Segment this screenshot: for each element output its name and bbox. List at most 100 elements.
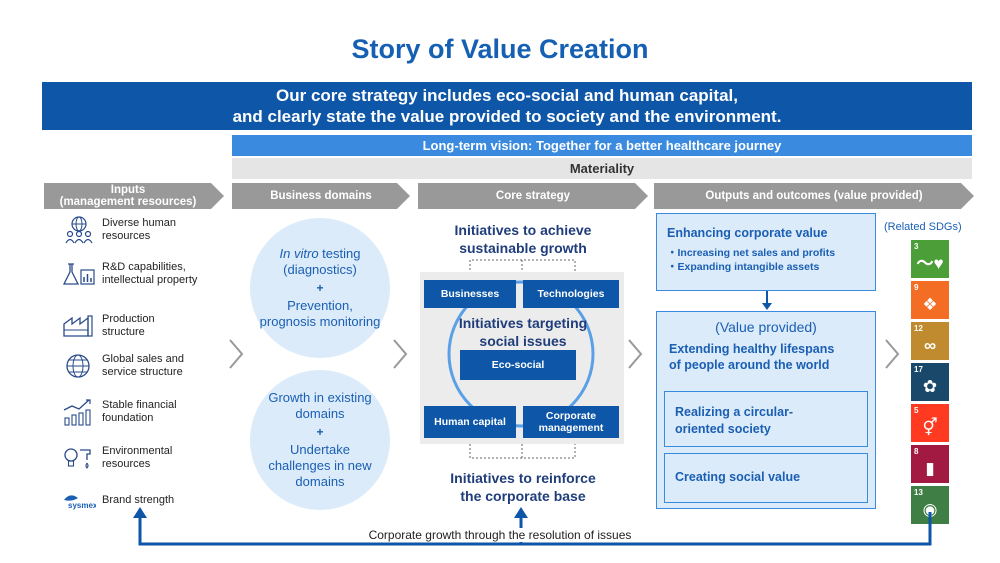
input-label: Brand strength [102,493,175,506]
corp-mgmt-line: Corporate [545,410,597,422]
inputs-header: Inputs (management resources) [44,183,224,209]
sdgs-title: (Related SDGs) [884,221,962,233]
inputs-header-line-2: (management resources) [59,196,197,208]
sdg-goal-icon: ✿ [922,377,938,396]
domain-line: Undertake [290,442,350,457]
core-top-line: Initiatives to achieve [454,222,592,238]
sdg-goal-9-tile: 9❖ [911,281,949,319]
lifespans-line: Extending healthy lifespans [669,342,835,356]
outputs-header: Outputs and outcomes (value provided) [654,183,974,209]
input-item: sysmex Brand strength [62,486,232,514]
chevron-right-icon [885,339,900,369]
domain-line: (diagnostics) [283,262,357,277]
human-capital-box: Human capital [424,406,516,438]
circular-society-box: Realizing a circular- oriented society [664,391,868,447]
input-label: Diverse human [102,217,176,229]
enhancing-bullet: ・Increasing net sales and profits [667,247,836,259]
enhancing-corporate-value-box: Enhancing corporate value ・Increasing ne… [656,213,876,291]
enhancing-bullet: ・Expanding intangible assets [667,261,820,273]
sdg-number: 5 [914,406,919,415]
input-label: resources [102,230,151,242]
core-top-title: Initiatives to achieve sustainable growt… [418,221,628,257]
sdg-goal-icon: ∞ [923,336,937,355]
flask-chart-icon [62,263,95,285]
sdg-number: 8 [914,447,919,456]
domain-line: Prevention, [287,298,353,313]
page-title: Story of Value Creation [351,34,649,64]
domain-italic: In vitro [279,246,319,261]
input-label: Stable financial [102,399,177,411]
core-strategy-banner: Our core strategy includes eco-social an… [42,82,972,130]
input-label: resources [102,458,151,470]
people-globe-icon [65,216,93,244]
core-bottom-title: Initiatives to reinforce the corporate b… [418,469,628,505]
lifespans-line: of people around the world [669,358,830,372]
sdg-number: 9 [914,283,919,292]
social-value-box: Creating social value [664,453,868,503]
materiality-bar: Materiality [232,158,972,179]
banner-line-2: and clearly state the value provided to … [232,107,782,126]
input-label: intellectual property [102,274,198,286]
domain-circle-diagnostics: In vitro testing (diagnostics) + Prevent… [250,218,390,358]
businesses-box: Businesses [424,280,516,308]
sdg-number: 3 [914,242,919,251]
chevron-right-icon [393,339,408,369]
circular-line: Realizing a circular- [675,405,794,419]
lifespans-text: Extending healthy lifespans of people ar… [657,335,875,373]
value-provided-heading: (Value provided) [715,319,817,335]
sdg-goal-icon: 〜♥ [916,254,944,273]
factory-icon [63,315,93,337]
bulb-water-icon [64,448,91,469]
domain-line: challenges in new [268,458,372,473]
sdg-goal-13-tile: 13 ◉ [911,486,949,524]
input-label: Production [102,313,155,325]
input-label: foundation [102,412,154,424]
domain-line: In vitro testing [280,246,361,262]
sdg-goal-icon: ▮ [925,459,935,478]
core-ring [447,280,595,428]
inputs-header-line-1: Inputs [110,184,146,196]
sdg-number: 13 [914,488,923,497]
dashed-bracket-top [469,259,576,274]
globe-icon [66,354,90,378]
core-middle-line: Initiatives targeting [458,315,588,331]
sdg-number: 12 [914,324,923,333]
domain-line: Growth in existing [268,390,372,405]
bottom-caption: Corporate growth through the resolution … [0,528,1000,542]
input-label: R&D capabilities, [102,261,186,273]
chevron-right-icon [229,339,244,369]
core-strategy-header: Core strategy [418,183,648,209]
sdg-number: 17 [914,365,923,374]
growth-chart-icon [63,399,91,426]
circular-line: oriented society [675,422,771,436]
sdg-goal-icon: ◉ [922,500,938,519]
plus-sign: + [316,281,324,295]
domain-line: domains [295,406,345,421]
dashed-bracket-bottom [469,444,576,459]
svg-text:sysmex: sysmex [68,501,96,510]
plus-sign: + [316,425,324,439]
domain-circle-growth: Growth in existing domains + Undertake c… [250,370,390,510]
input-item: R&D capabilities,intellectual property [62,260,232,288]
sdg-goal-3-tile: 3 〜♥ [911,240,949,278]
sdg-goal-icon: ❖ [922,295,938,314]
sdg-goal-8-tile: 8▮ [911,445,949,483]
arrow-down-icon [762,291,772,310]
input-label: structure [102,326,145,338]
chevron-right-icon [628,339,643,369]
sdg-goal-icon: ⚥ [922,418,938,437]
technologies-box: Technologies [523,280,619,308]
core-top-line: sustainable growth [459,240,587,256]
core-middle-line: social issues [479,333,567,349]
core-bottom-line: Initiatives to reinforce [450,470,596,486]
input-label: Environmental [102,445,173,457]
sdg-goal-12-tile: 12∞ [911,322,949,360]
enhancing-title: Enhancing corporate value [667,226,828,240]
eco-social-box: Eco-social [460,350,576,380]
